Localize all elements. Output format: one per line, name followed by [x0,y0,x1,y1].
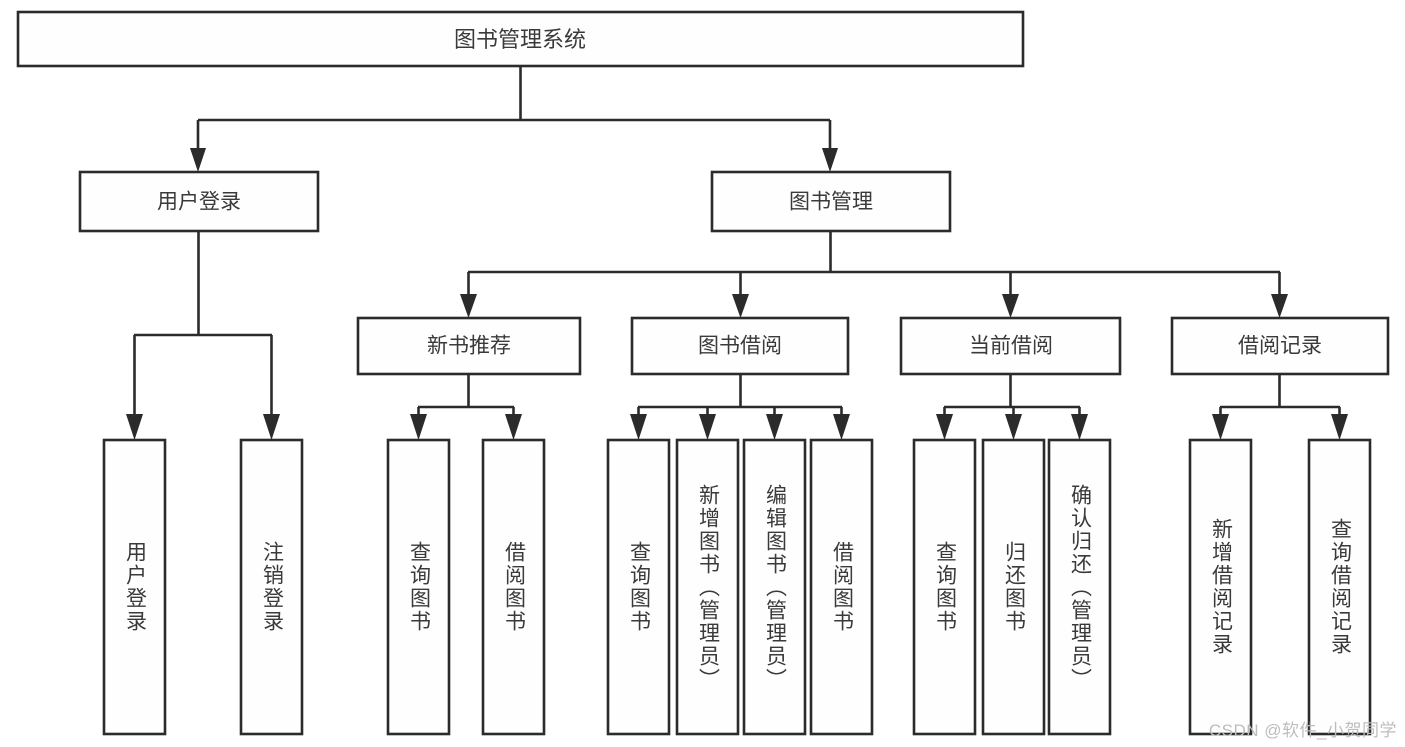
arrow-head-new-book [460,294,477,318]
csdn-watermark: CSDN @软件_小贺同学 [1208,721,1397,740]
leaf-box-query-book-3[interactable] [912,438,977,736]
leaf-box-query-book-2[interactable] [606,438,671,736]
arrow-head-leaf-query-record [1331,414,1348,440]
node-current-borrow[interactable]: 当前借阅 [899,316,1122,376]
connector-group [126,66,1348,440]
node-user-login-box[interactable] [78,170,320,233]
arrow-head-leaf-confirm-return [1071,414,1088,440]
node-borrow-record-box[interactable] [1170,316,1390,376]
leaf-box-add-record[interactable] [1188,438,1253,736]
arrow-head-user-login [190,148,206,172]
node-book-borrow-box[interactable] [630,316,850,376]
leaf-box-borrow-book-2[interactable] [809,438,874,736]
leaf-box-return-book[interactable] [981,438,1046,736]
leaf-box-logout[interactable] [239,438,304,736]
node-book-manage[interactable]: 图书管理 [710,170,952,233]
arrow-head-leaf-edit-book [766,414,783,440]
arrow-head-leaf-add-book [699,414,716,440]
node-book-manage-label: 图书管理 [789,191,873,214]
node-user-login-label: 用户登录 [157,191,241,214]
leaf-box-add-book[interactable] [675,438,740,736]
node-current-borrow-label: 当前借阅 [969,335,1053,358]
arrow-head-book-manage [822,148,838,172]
node-book-borrow[interactable]: 图书借阅 [630,316,850,376]
arrow-head-leaf-query-book-2 [630,414,647,440]
arrow-head-leaf-query-book-3 [936,414,953,440]
arrow-head-book-borrow [732,294,749,318]
leaf-box-borrow-book-1[interactable] [481,438,546,736]
node-user-login[interactable]: 用户登录 [78,170,320,233]
arrow-head-leaf-user-login [126,414,143,440]
arrow-head-leaf-logout [263,414,280,440]
node-book-borrow-label: 图书借阅 [698,335,782,358]
node-borrow-record[interactable]: 借阅记录 [1170,316,1390,376]
node-root[interactable]: 图书管理系统 [16,10,1025,68]
arrow-head-leaf-borrow-book-1 [505,414,522,440]
arrow-head-leaf-query-book-1 [410,414,427,440]
leaf-box-group [102,438,1372,736]
arrow-head-leaf-add-record [1212,414,1229,440]
arrow-head-leaf-borrow-book-2 [833,414,850,440]
leaf-box-query-book-1[interactable] [386,438,451,736]
node-new-book-recommend-label: 新书推荐 [427,335,511,358]
arrow-head-leaf-return-book [1005,414,1022,440]
node-new-book-recommend-box[interactable] [356,316,582,376]
leaf-box-edit-book[interactable] [742,438,807,736]
arrow-head-borrow-record [1271,294,1288,318]
node-current-borrow-box[interactable] [899,316,1122,376]
leaf-box-query-record[interactable] [1307,438,1372,736]
node-book-manage-box[interactable] [710,170,952,233]
node-root-label: 图书管理系统 [454,27,586,52]
leaf-box-confirm-return[interactable] [1047,438,1112,736]
node-root-box[interactable] [16,10,1025,68]
arrow-head-current-borrow [1002,294,1019,318]
node-borrow-record-label: 借阅记录 [1238,335,1322,358]
node-new-book-recommend[interactable]: 新书推荐 [356,316,582,376]
leaf-box-user-login[interactable] [102,438,167,736]
